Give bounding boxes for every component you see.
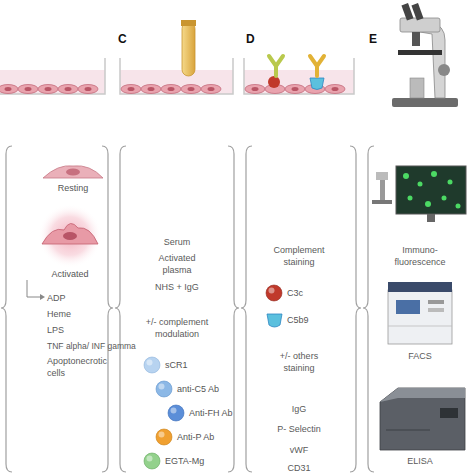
- text-label: TNF alpha/ INF gamma: [47, 340, 136, 352]
- elisa-reader: [380, 388, 465, 450]
- text-label: +/- others staining: [269, 350, 329, 374]
- reagent-symbol: anti-C5 Ab: [155, 380, 250, 398]
- culture-dish: [244, 56, 354, 94]
- cell-node: Resting: [36, 160, 110, 200]
- text-label: +/- complement modulation: [137, 316, 217, 340]
- text-label: Activated plasma: [152, 252, 202, 276]
- bracket: [1, 146, 374, 472]
- text-label: LPS: [47, 324, 64, 336]
- reagent-symbol: EGTA-Mg: [143, 452, 238, 470]
- text-label: Serum: [122, 236, 232, 248]
- text-label: IgG: [249, 403, 349, 415]
- node-label: C5b9: [287, 314, 309, 326]
- panel-letter: C: [118, 33, 127, 45]
- node-label: Activated: [28, 268, 112, 280]
- text-label: FACS: [370, 350, 470, 362]
- node-label: anti-C5 Ab: [177, 383, 219, 395]
- panel-letter: D: [246, 33, 255, 45]
- facs-machine: [388, 282, 452, 344]
- text-label: P- Selectin: [249, 423, 349, 435]
- text-label: vWF: [249, 444, 349, 456]
- text-label: Heme: [47, 308, 71, 320]
- text-label: Immuno- fluorescence: [390, 244, 450, 268]
- reagent-symbol: Anti-FH Ab: [167, 404, 262, 422]
- reagent-symbol: sCR1: [143, 356, 238, 374]
- cell-node: Activated: [28, 204, 112, 284]
- text-label: ADP: [47, 292, 66, 304]
- node-shape: [36, 160, 110, 200]
- reagent-symbol: C5b9: [265, 311, 345, 329]
- node-label: Resting: [36, 182, 110, 194]
- reagent-symbol: Anti-P Ab: [155, 428, 250, 446]
- leader-arrow: [27, 280, 45, 300]
- text-label: Apoptonecrotic cells: [47, 355, 109, 379]
- culture-dish: [120, 20, 233, 94]
- reagent-symbol: C3c: [265, 284, 345, 302]
- fluorescence-monitor: [372, 166, 466, 222]
- panel-letter: E: [369, 33, 377, 45]
- text-label: Complement staining: [269, 244, 329, 268]
- microscope-icon: [392, 3, 458, 107]
- text-label: NHS + IgG: [122, 281, 232, 293]
- node-shape: [143, 356, 238, 374]
- text-label: CD31: [249, 462, 349, 474]
- node-label: Anti-P Ab: [177, 431, 214, 443]
- node-label: EGTA-Mg: [165, 455, 204, 467]
- node-label: C3c: [287, 287, 303, 299]
- node-label: sCR1: [165, 359, 188, 371]
- culture-dish: [0, 58, 105, 94]
- text-label: ELISA: [370, 455, 470, 467]
- node-shape: [265, 284, 345, 302]
- node-label: Anti-FH Ab: [189, 407, 233, 419]
